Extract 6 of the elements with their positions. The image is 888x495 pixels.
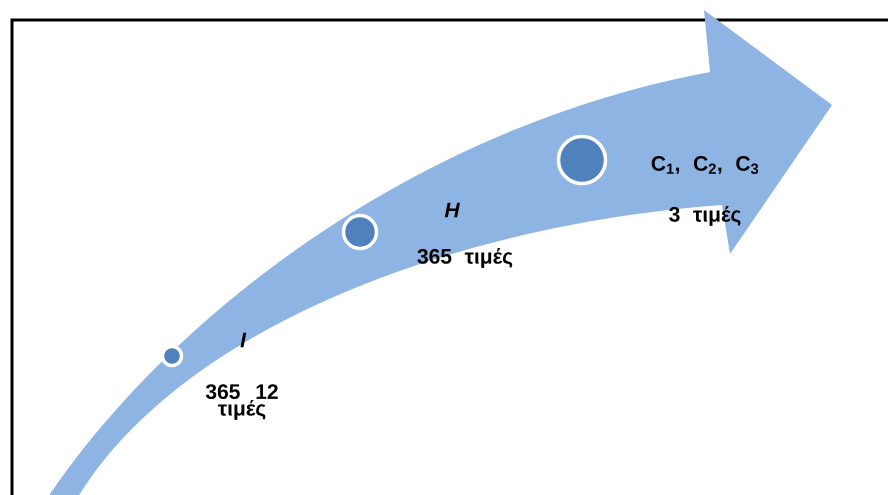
node-label: 365 12 τιμές: [206, 384, 278, 420]
node-label: 3 τιμές: [669, 206, 741, 226]
node-label: C$_{1}$, C$_{2}$, C$_{3}$: [652, 156, 758, 174]
node-label: I: [240, 332, 246, 348]
node-label: H: [444, 202, 460, 218]
node-label: 365 τιμές: [417, 248, 512, 268]
